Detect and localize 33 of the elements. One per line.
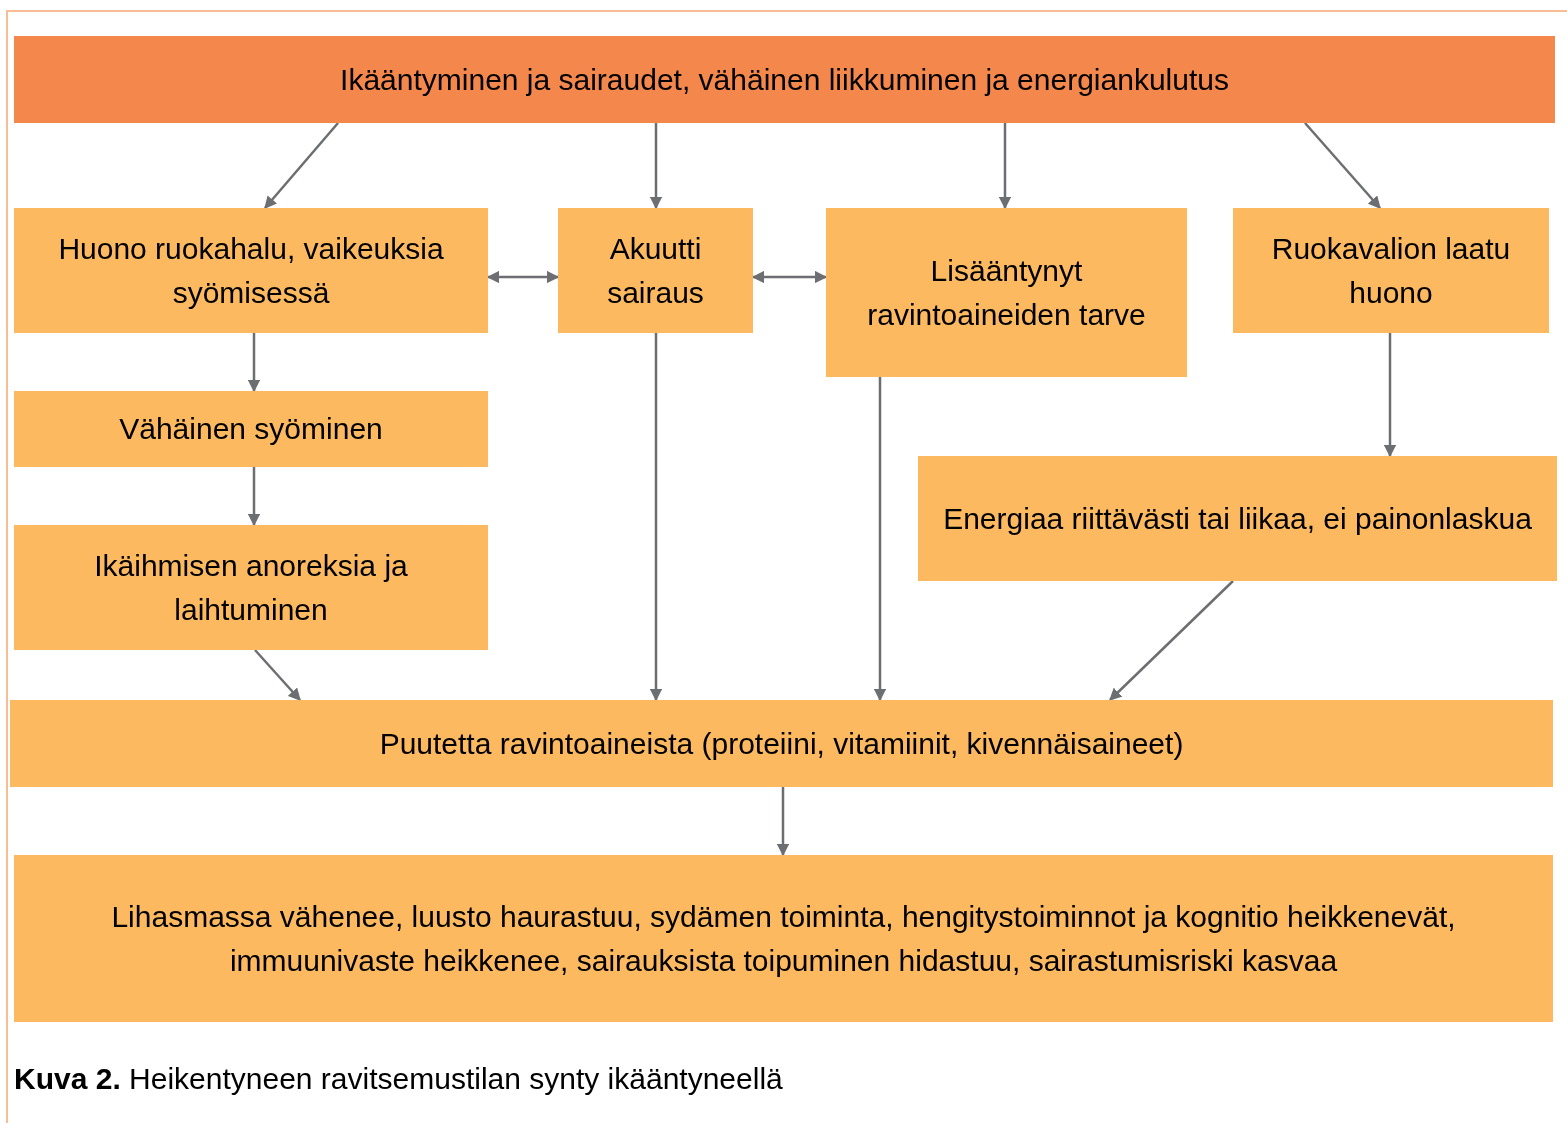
arrow (1109, 580, 1234, 701)
process-box (14, 391, 488, 467)
arrow (247, 467, 261, 527)
arrow (254, 649, 301, 701)
arrow (1383, 333, 1397, 458)
arrow (247, 333, 261, 393)
process-box (826, 208, 1187, 377)
process-box (14, 525, 488, 650)
box-text: Vähäinen syöminen (119, 411, 383, 448)
box-text: Ruokavalion laatu huono (1270, 231, 1512, 311)
process-box (10, 700, 1553, 787)
process-box (558, 208, 753, 333)
arrow (776, 787, 790, 857)
box-text: Lihasmassa vähenee, luusto haurastuu, sydämen toiminta, hengitystoiminnot ja kognitio heikkenevät, immuunivaste heikkenee, sairauksista toipuminen hidastuu, sairastumisriski kasvaa (110, 899, 1457, 979)
box-text: Ikäihmisen anoreksia ja laihtuminen (93, 548, 409, 628)
arrow (873, 377, 887, 702)
box-text: Lisääntynyt ravintoaineiden tarve (866, 253, 1147, 333)
process-box (918, 456, 1557, 581)
figure-caption: Kuva 2. Heikentyneen ravitsemustilan synty ikääntyneellä (14, 1061, 783, 1097)
arrow (649, 123, 663, 210)
box-text: Huono ruokahalu, vaikeuksia syömisessä (57, 231, 445, 311)
arrow (649, 333, 663, 702)
process-box (14, 208, 488, 333)
process-box (1233, 208, 1549, 333)
arrow (998, 123, 1012, 210)
box-text: Akuutti sairaus (606, 231, 705, 311)
process-box (14, 855, 1553, 1022)
header-bar (14, 36, 1555, 123)
arrow (1304, 122, 1381, 209)
arrow (264, 122, 339, 209)
box-text: Ikääntyminen ja sairaudet, vähäinen liikkuminen ja energiankulutus (340, 61, 1229, 98)
box-text: Puutetta ravintoaineista (proteiini, vitamiinit, kivennäisaineet) (379, 725, 1184, 762)
box-text: Energiaa riittävästi tai liikaa, ei painonlaskua (943, 500, 1532, 537)
